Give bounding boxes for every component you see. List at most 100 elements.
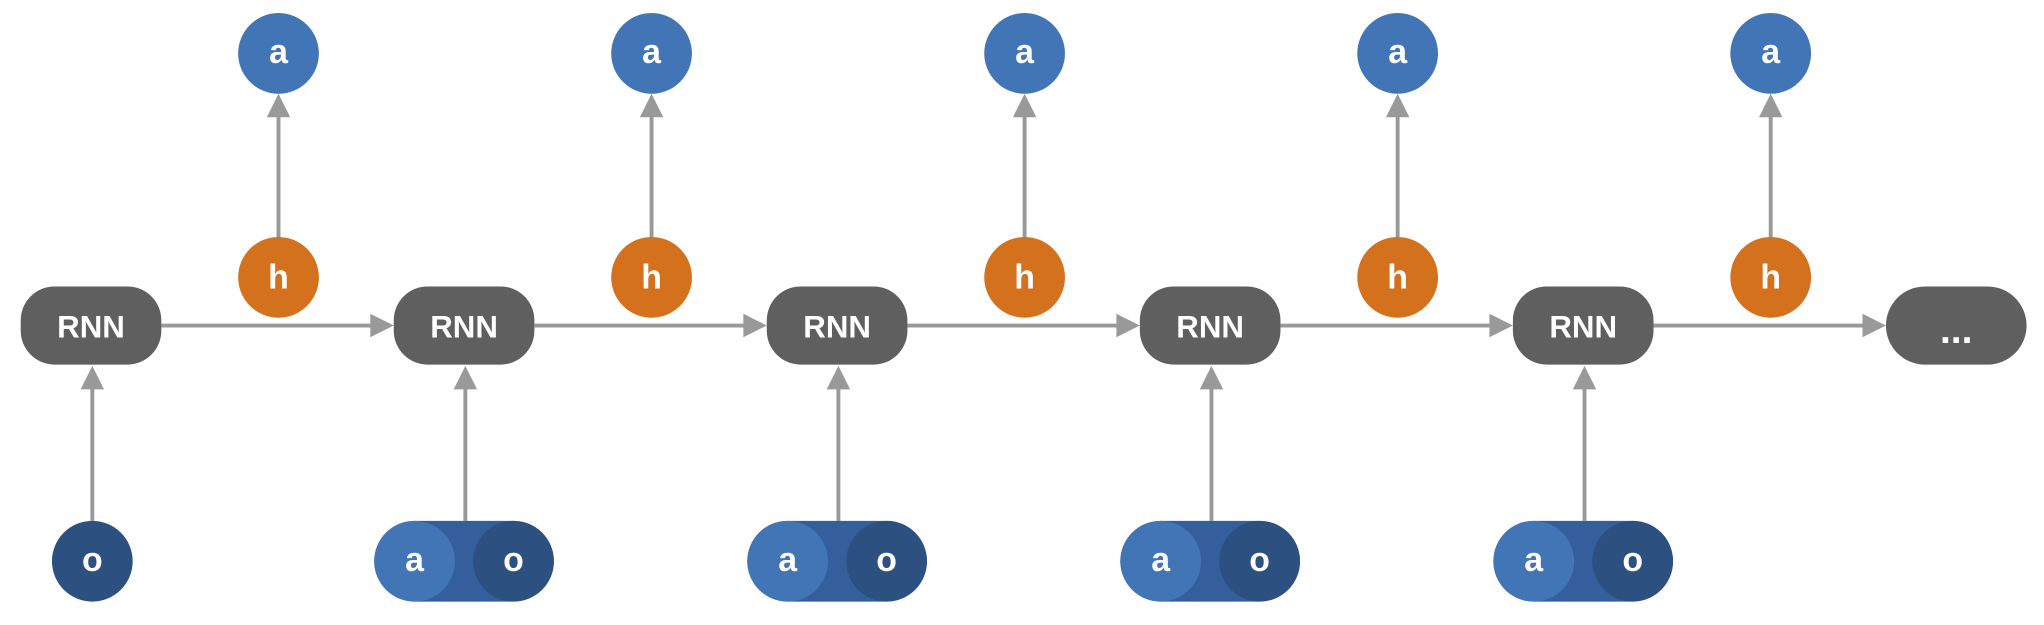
vertical-arrow [1572,365,1597,521]
rnn-box [20,286,162,365]
rnn-cell: RNN [1512,286,1654,365]
rnn-cell: RNN [393,286,535,365]
input-o-circle [1219,520,1300,602]
vertical-arrow [266,93,291,239]
input-o-label: o [1249,541,1270,579]
continuation-label: ... [1940,309,1973,352]
hidden-label: h [1387,258,1408,296]
input-o-circle [473,520,554,602]
input-a-circle [1120,520,1202,602]
horizontal-arrow [534,313,767,338]
arrowhead-icon [370,313,394,338]
output-label: a [1388,33,1408,71]
vertical-arrow [453,365,478,521]
arrowhead-icon [1012,93,1037,118]
input-node: o [51,520,133,602]
output-node: a [611,13,692,94]
hidden-state-node: h [1357,236,1439,318]
horizontal-arrow [161,313,394,338]
arrowhead-icon [826,365,851,390]
input-a-circle [374,520,455,602]
arrowhead-icon [1385,93,1410,118]
input-o-circle [1592,520,1674,602]
rnn-box [766,286,908,365]
hidden-label: h [268,258,289,296]
rnn-box [1512,286,1654,365]
hidden-label: h [1014,258,1035,296]
output-circle [1730,13,1812,94]
arrowhead-icon [1199,365,1224,390]
vertical-arrow [1758,93,1783,239]
hidden-circle [1730,236,1812,318]
output-circle [611,13,692,94]
output-node: a [238,13,319,94]
output-label: a [1015,33,1035,71]
rnn-label: RNN [803,309,871,344]
hidden-state-node: h [238,236,319,318]
input-o-label: o [503,541,524,579]
rnn-cell: RNN [766,286,908,365]
output-circle [238,13,319,94]
output-node: a [1730,13,1812,94]
arrowhead-icon [266,93,291,118]
input-circle [51,520,133,602]
hidden-circle [238,236,319,318]
input-label: o [82,541,103,579]
output-node: a [1357,13,1439,94]
output-label: a [642,33,662,71]
output-label: a [269,33,289,71]
hidden-circle [1357,236,1439,318]
continuation-box [1885,286,2027,365]
rnn-cell: RNN [20,286,162,365]
output-label: a [1761,33,1781,71]
hidden-label: h [641,258,662,296]
vertical-arrow [1199,365,1224,521]
arrowhead-icon [1116,313,1140,338]
arrowhead-icon [743,313,767,338]
hidden-state-node: h [1730,236,1812,318]
input-a-label: a [1524,541,1544,579]
output-circle [1357,13,1439,94]
rnn-box [393,286,535,365]
horizontal-arrow [1653,313,1886,338]
continuation-cell: ... [1885,286,2027,365]
hidden-state-node: h [984,236,1065,318]
rnn-box [1139,286,1281,365]
input-o-label: o [1622,541,1643,579]
vertical-arrow [1012,93,1037,239]
hidden-state-node: h [611,236,692,318]
arrowhead-icon [1489,313,1513,338]
input-a-label: a [405,541,425,579]
arrowhead-icon [80,365,105,390]
arrowhead-icon [453,365,478,390]
input-a-label: a [778,541,798,579]
rnn-label: RNN [1176,309,1244,344]
input-a-label: a [1151,541,1171,579]
horizontal-arrow [907,313,1140,338]
arrowhead-icon [639,93,664,118]
output-circle [984,13,1065,94]
input-o-circle [846,520,927,602]
horizontal-arrow [1280,313,1513,338]
vertical-arrow [1385,93,1410,239]
hidden-circle [984,236,1065,318]
input-a-circle [1493,520,1575,602]
arrowhead-icon [1862,313,1886,338]
vertical-arrow [826,365,851,521]
input-a-circle [747,520,828,602]
arrowhead-icon [1572,365,1597,390]
input-o-label: o [876,541,897,579]
rnn-label: RNN [1549,309,1617,344]
rnn-label: RNN [430,309,498,344]
vertical-arrow [639,93,664,239]
rnn-label: RNN [57,309,125,344]
rnn-cell: RNN [1139,286,1281,365]
hidden-circle [611,236,692,318]
output-node: a [984,13,1065,94]
arrowhead-icon [1758,93,1783,118]
